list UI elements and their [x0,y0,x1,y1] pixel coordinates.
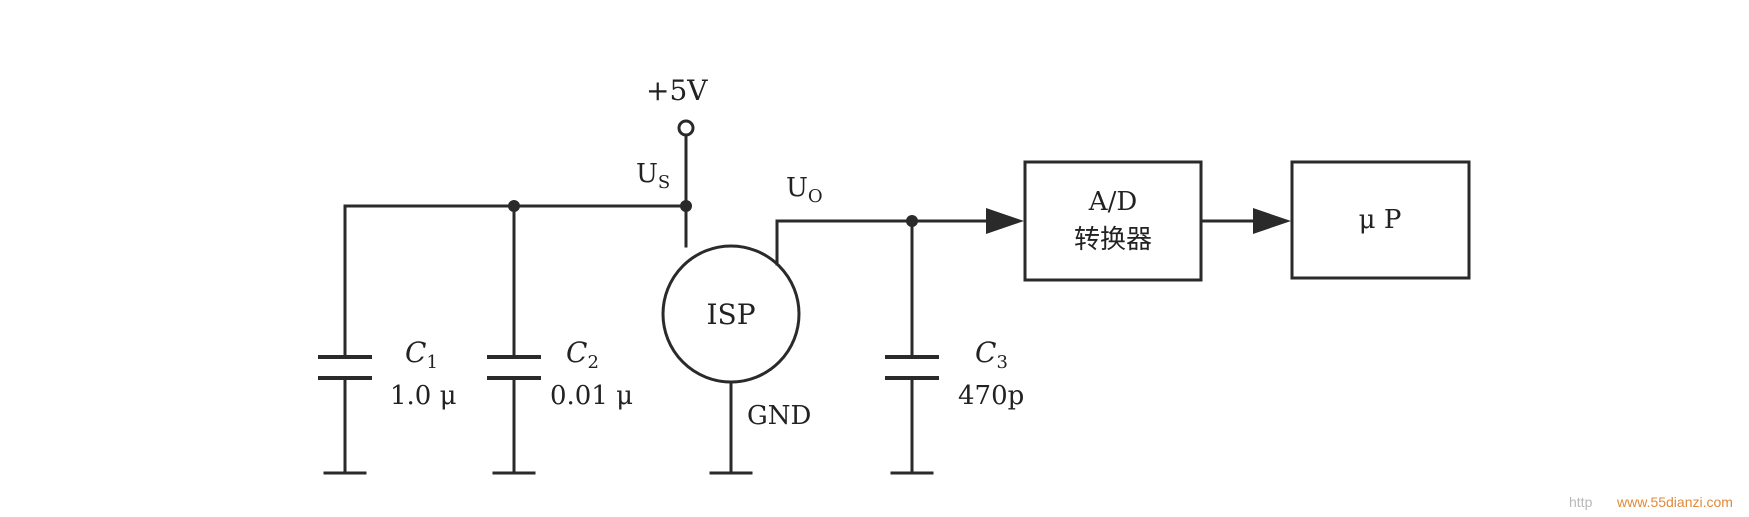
c2-name: C2 [566,336,599,373]
output-wire [775,219,992,266]
c3-name: C3 [975,336,1008,373]
adc-label-line2: 转换器 [1074,225,1152,255]
isp-label: ISP [706,298,755,331]
c1-value: 1.0 μ [390,381,457,411]
adc-label-line1: A/D [1088,187,1137,217]
node-uo-label: UO [786,173,823,207]
gnd-label: GND [747,401,811,431]
supply-label: +5V [646,74,708,107]
supply-terminal [677,119,695,137]
watermark-site: www.55dianzi.com [1616,494,1733,510]
arrow-to-mcu [1253,208,1291,234]
arrow-to-adc [986,208,1024,234]
mcu-label: μ P [1359,205,1402,235]
mcu-block [1290,160,1471,280]
c1-name: C1 [405,336,438,373]
adc-block [1023,160,1203,282]
c3-value: 470p [958,381,1024,411]
c2-value: 0.01 μ [550,381,633,411]
watermark-prefix: http [1569,494,1593,510]
node-us-label: US [636,159,670,193]
